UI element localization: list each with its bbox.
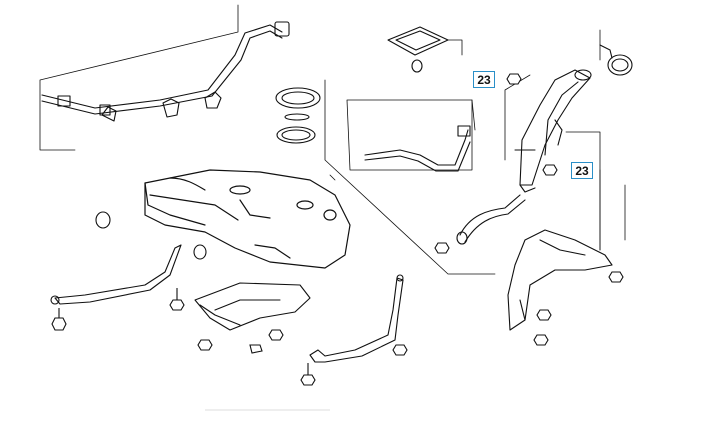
leader-lines bbox=[39, 4, 626, 275]
bolts bbox=[51, 73, 624, 386]
callout-23-lower: 23 bbox=[571, 162, 593, 179]
splash-shield bbox=[507, 229, 613, 331]
fuel-cap bbox=[599, 44, 633, 76]
callout-23-upper: 23 bbox=[473, 71, 495, 88]
fuel-pump-seals bbox=[275, 87, 321, 144]
fuel-tank bbox=[144, 169, 351, 269]
filler-hose bbox=[456, 194, 526, 245]
filler-pipe bbox=[514, 69, 592, 193]
pipe-clips bbox=[101, 91, 222, 122]
cover-plate bbox=[387, 26, 449, 73]
grommets bbox=[95, 211, 207, 260]
tank-strap-left bbox=[50, 244, 182, 305]
heat-shield bbox=[194, 282, 311, 331]
breather-pipe bbox=[41, 21, 290, 116]
vent-hose bbox=[364, 125, 471, 172]
tank-strap-right bbox=[309, 274, 404, 363]
